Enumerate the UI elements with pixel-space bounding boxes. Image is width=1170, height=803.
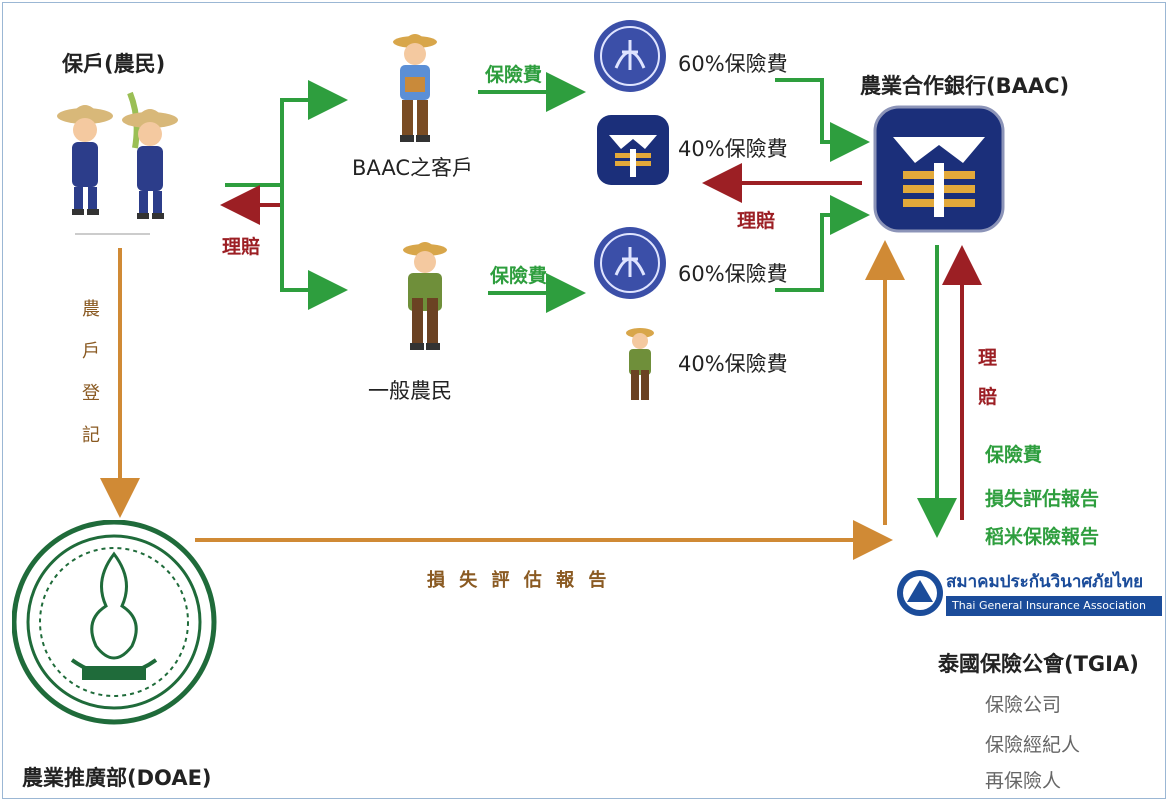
claim-label-right: 理 賠 — [978, 347, 998, 408]
government-seal-icon-2 — [594, 227, 666, 299]
government-seal-icon — [594, 20, 666, 92]
tgia-member-broker: 保險經紀人 — [985, 734, 1081, 756]
gov-60-label-2: 60%保險費 — [678, 262, 788, 286]
baac-label: 農業合作銀行(BAAC) — [860, 74, 1070, 98]
tgia-rice-report-label: 稻米保險報告 — [985, 526, 1100, 548]
registration-label: 農 戶 登 記 — [82, 299, 100, 446]
arrow-to-baac-customer — [280, 80, 348, 185]
general-farmer-figure — [403, 242, 447, 350]
tgia-label: 泰國保險公會(TGIA) — [938, 652, 1139, 676]
general-farmer-label: 一般農民 — [368, 379, 452, 403]
arrow-to-general-farmer — [280, 185, 348, 310]
tgia-member-insurer: 保險公司 — [985, 694, 1062, 716]
tgia-premium-label: 保險費 — [985, 444, 1043, 466]
farmers-figure — [57, 91, 178, 235]
baac-logo-small-icon — [597, 115, 669, 185]
claim-label-left: 理賠 — [222, 236, 261, 258]
farmer-40-label: 40%保險費 — [678, 352, 788, 376]
premium-label-bottom: 保險費 — [490, 265, 548, 287]
tgia-loss-report-label: 損失評估報告 — [985, 488, 1100, 510]
tgia-logo-thai-text: สมาคมประกันวินาศภัยไทย — [946, 572, 1144, 592]
baac-customer-label: BAAC之客戶 — [352, 156, 474, 180]
arrow-60b-to-baac — [775, 195, 870, 292]
arrow-60-to-baac — [775, 78, 870, 162]
tgia-member-reinsurer: 再保險人 — [985, 770, 1062, 792]
premium-label-top: 保險費 — [485, 64, 543, 86]
tgia-logo-english-text: Thai General Insurance Association — [946, 596, 1162, 616]
farmers-label: 保戶(農民) — [62, 52, 166, 76]
claim-label-middle: 理賠 — [737, 210, 776, 232]
tgia-logo-icon — [897, 570, 943, 616]
baac-customer-figure — [393, 34, 437, 142]
gov-60-label-1: 60%保險費 — [678, 52, 788, 76]
doae-seal-icon — [12, 520, 217, 725]
doae-label: 農業推廣部(DOAE) — [22, 766, 212, 790]
baac-40-label: 40%保險費 — [678, 137, 788, 161]
small-farmer-figure — [626, 328, 654, 400]
loss-report-label: 損 失 評 估 報 告 — [427, 570, 611, 591]
baac-logo-icon — [873, 105, 1005, 233]
